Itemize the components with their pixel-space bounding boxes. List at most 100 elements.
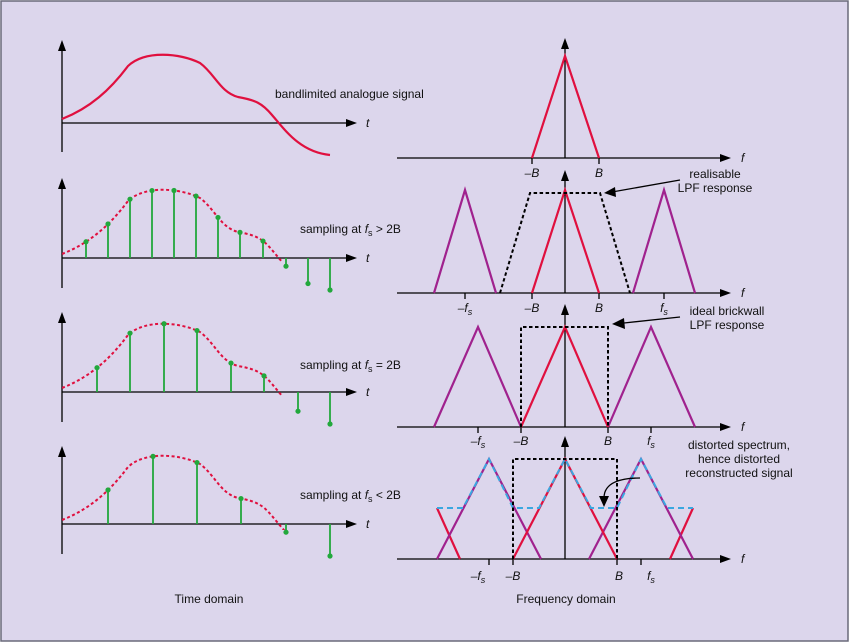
time-panel-3: t sampling at fs = 2B [58, 312, 401, 427]
filter-label: LPF response [690, 318, 765, 332]
sample-point [83, 239, 89, 245]
freq-panel-2: f realisable LPF response –fs –B B fs [397, 167, 753, 317]
axis-arrow-icon [58, 178, 66, 189]
f-axis-label: f [741, 552, 746, 566]
axis-arrow-icon [58, 446, 66, 457]
distortion-note: reconstructed signal [685, 466, 792, 480]
sample-point [194, 459, 200, 466]
sample-point [105, 221, 111, 227]
sampled-signal-envelope [62, 322, 284, 396]
axis-arrow-icon [346, 119, 357, 127]
sample-point [149, 187, 155, 194]
pointer-arrow-icon [604, 187, 616, 197]
b-label: B [595, 166, 603, 180]
image-spectrum-right [606, 324, 697, 428]
image-spectrum-far-right [668, 507, 695, 560]
sampled-signal-envelope [62, 188, 284, 262]
filter-label: realisable [689, 167, 741, 181]
neg-b-label: –B [513, 434, 529, 448]
time-domain-caption: Time domain [175, 592, 244, 606]
t-axis-label: t [366, 517, 370, 531]
b-label: B [615, 569, 623, 583]
signal-label: bandlimited analogue signal [275, 87, 424, 101]
fs-label: fs [647, 569, 655, 585]
axis-arrow-icon [58, 312, 66, 323]
axis-arrow-icon [58, 40, 66, 51]
sample-point [127, 196, 133, 202]
sample-point [194, 327, 200, 334]
sample-point [228, 360, 234, 366]
filter-label: ideal brickwall [690, 304, 765, 318]
sample-point [150, 453, 156, 459]
axis-arrow-icon [561, 436, 569, 447]
sample-point [94, 365, 100, 371]
neg-fs-label: –fs [470, 434, 486, 450]
frequency-domain-caption: Frequency domain [516, 592, 615, 606]
time-panel-4: t sampling at fs < 2B [58, 446, 401, 559]
axis-arrow-icon [720, 423, 731, 431]
sample-point [127, 330, 133, 336]
sample-point [193, 193, 199, 199]
axis-arrow-icon [720, 289, 731, 297]
sample-stems-fs-eq-2b [94, 321, 333, 427]
ideal-brickwall-lpf-response [512, 458, 618, 559]
axis-arrow-icon [346, 388, 357, 396]
neg-b-label: –B [505, 569, 521, 583]
axis-arrow-icon [346, 254, 357, 262]
t-axis-label: t [366, 385, 370, 399]
image-spectrum-far-left [435, 507, 462, 560]
distortion-note: distorted spectrum, [688, 438, 790, 452]
t-axis-label: t [366, 251, 370, 265]
sampling-condition-label: sampling at fs = 2B [300, 358, 401, 374]
image-spectrum-right [631, 186, 697, 294]
fs-label: fs [647, 434, 655, 450]
b-label: B [595, 301, 603, 315]
sample-point [305, 280, 311, 287]
b-label: B [604, 434, 612, 448]
image-spectrum-left [432, 186, 498, 294]
axis-arrow-icon [720, 555, 731, 563]
time-panel-1: t bandlimited analogue signal [58, 40, 424, 157]
axis-arrow-icon [561, 304, 569, 315]
axis-arrow-icon [561, 170, 569, 181]
sample-point [327, 421, 333, 427]
freq-panel-3: f ideal brickwall LPF response –fs –B B … [397, 304, 765, 450]
baseband-spectrum [530, 52, 601, 159]
freq-panel-1: f –B B [397, 38, 746, 180]
sample-point [237, 229, 243, 235]
sampled-signal-envelope [62, 454, 286, 530]
axis-arrow-icon [561, 38, 569, 49]
axis-arrow-icon [720, 154, 731, 162]
filter-label: LPF response [678, 181, 753, 195]
f-axis-label: f [741, 151, 746, 165]
analogue-signal-curve [61, 53, 331, 157]
sample-point [215, 214, 221, 221]
fs-label: fs [660, 301, 668, 317]
sample-point [295, 408, 301, 414]
sample-point [260, 238, 266, 244]
pointer-arrow-icon [612, 318, 625, 329]
t-axis-label: t [366, 116, 370, 130]
neg-fs-label: –fs [470, 569, 486, 585]
sample-point [327, 553, 333, 559]
time-panel-2: t sampling at fs > 2B [58, 178, 401, 293]
distortion-note: hence distorted [698, 452, 780, 466]
sample-point [238, 495, 244, 502]
f-axis-label: f [741, 420, 746, 434]
sample-stems-fs-lt-2b [105, 453, 333, 559]
f-axis-label: f [741, 286, 746, 300]
sample-point [105, 487, 111, 493]
pointer-arrow-icon [599, 496, 609, 507]
baseband-spectrum [530, 186, 601, 294]
sample-point [171, 187, 177, 194]
sample-point [261, 373, 267, 379]
neg-fs-label: –fs [457, 301, 473, 317]
ideal-brickwall-lpf-response [520, 326, 609, 427]
neg-b-label: –B [524, 301, 540, 315]
sampling-condition-label: sampling at fs > 2B [300, 222, 401, 238]
neg-b-label: –B [524, 166, 540, 180]
sample-point [283, 263, 289, 269]
distorted-aliased-spectrum [437, 456, 693, 509]
